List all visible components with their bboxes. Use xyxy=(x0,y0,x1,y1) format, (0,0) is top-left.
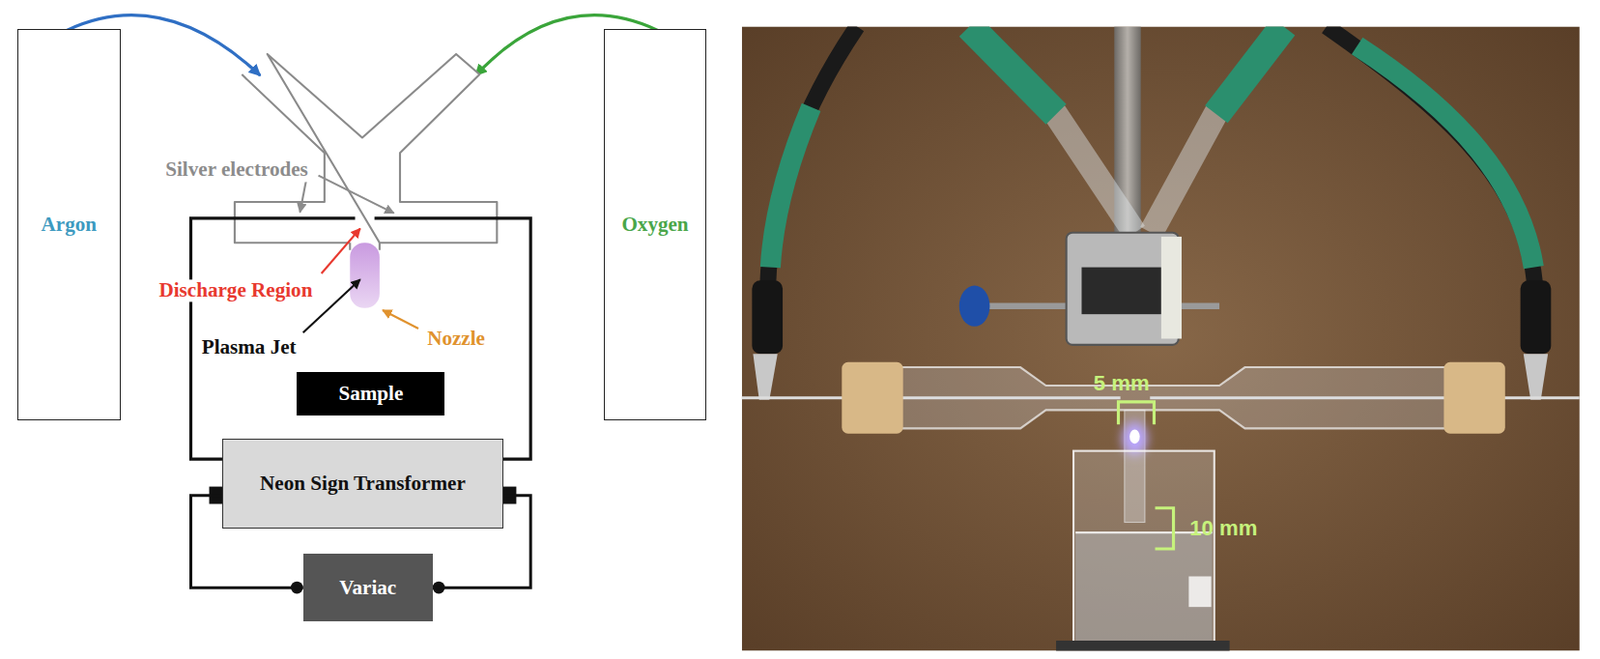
part-label: Discharge Region xyxy=(156,279,316,302)
blue-knob xyxy=(959,285,991,327)
node-label: Variac xyxy=(339,576,397,600)
cork xyxy=(1443,362,1505,434)
beaker xyxy=(1073,451,1215,643)
setup-photo xyxy=(742,26,1580,651)
dimension-bracket xyxy=(1118,401,1155,425)
glass-y-tube xyxy=(234,54,497,243)
plasma-core xyxy=(1129,428,1141,444)
alligator-clip xyxy=(1523,353,1548,400)
gas-cylinder: Argon xyxy=(17,28,121,422)
clamp-pad xyxy=(1161,236,1182,340)
transformer-box: Neon Sign Transformer xyxy=(222,438,503,529)
node-label: Oxygen xyxy=(621,213,688,236)
gas-hose xyxy=(1216,26,1285,115)
sample-block: Sample xyxy=(296,371,445,415)
glass-arm xyxy=(1150,107,1220,233)
leader-line xyxy=(382,310,419,329)
cable xyxy=(767,26,858,296)
dimension-label: 5 mm xyxy=(1090,371,1153,396)
plasma-jet xyxy=(349,242,380,309)
cork xyxy=(841,362,903,434)
dimension-bracket xyxy=(1155,508,1174,549)
clip-boot xyxy=(751,280,783,354)
node-label: Argon xyxy=(41,213,97,236)
tape xyxy=(770,107,811,268)
clip-boot xyxy=(1520,280,1552,354)
tape xyxy=(1357,46,1535,268)
dimension-label: 10 mm xyxy=(1186,516,1260,541)
beaker-label xyxy=(1188,575,1211,607)
leader-line xyxy=(321,228,361,273)
node-label: Neon Sign Transformer xyxy=(259,472,466,495)
cable xyxy=(1326,26,1537,296)
part-label: Nozzle xyxy=(424,327,488,350)
right-electrode-wire xyxy=(374,218,532,459)
leader-line xyxy=(300,180,307,213)
clamp-jaw xyxy=(1081,267,1161,315)
photo-background xyxy=(742,26,1580,651)
part-label: Plasma Jet xyxy=(199,337,300,360)
alligator-clip xyxy=(752,353,777,400)
stand-base xyxy=(1056,640,1230,652)
part-label: Silver electrodes xyxy=(162,159,312,182)
water xyxy=(1075,532,1213,641)
gas-hose xyxy=(969,26,1057,115)
glass-arm xyxy=(1051,107,1136,233)
left-electrode-wire xyxy=(190,218,355,459)
node-label: Sample xyxy=(338,382,403,405)
glass-cross-tube xyxy=(887,367,1450,429)
gas-cylinder: Oxygen xyxy=(603,28,707,422)
leader-line xyxy=(318,175,395,214)
variac-box: Variac xyxy=(303,553,433,622)
